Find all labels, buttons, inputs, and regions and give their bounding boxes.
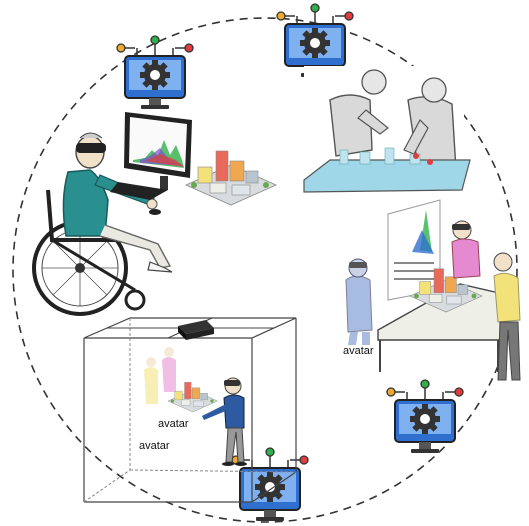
avatar-label: avatar [158,418,189,430]
city-model-on-table [185,150,277,206]
avatar-label: avatar [343,345,374,357]
cave-room-with-projector [83,317,297,503]
wheelchair-user-figure [32,132,173,316]
standing-group-with-avatar [345,199,521,381]
avatar-label: avatar [139,440,170,452]
monitor-with-chart [110,112,192,215]
computer-gear-icon [116,35,194,110]
two-people-at-table-sketch [303,66,471,194]
computer-gear-icon [386,379,464,454]
dashed-boundary-circle [12,17,518,523]
